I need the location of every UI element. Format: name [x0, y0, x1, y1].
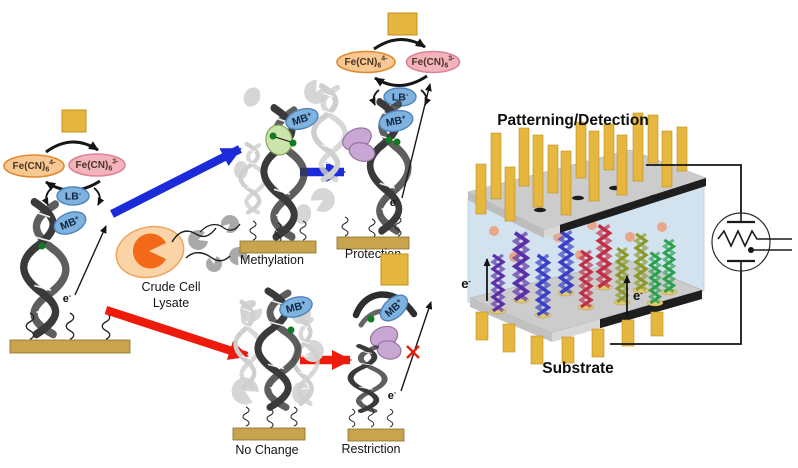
methyl-group-dot	[269, 132, 277, 140]
redox-cycle-arrows-icon	[373, 38, 428, 87]
thiol-linker	[242, 406, 250, 427]
unmethylated-site-dot	[287, 326, 295, 334]
dna-monolayer	[489, 223, 678, 319]
ferricyanide-label: Fe(CN)63-	[412, 56, 456, 70]
blocked-x-icon	[406, 345, 420, 359]
cell-inner	[132, 233, 166, 269]
mb-label: MB+	[385, 113, 407, 129]
exchange-arrow-left-icon	[41, 187, 53, 206]
gold-nanoparticle	[61, 109, 87, 133]
blue-pathway-arrow	[110, 145, 242, 218]
thiol-linker	[65, 312, 75, 341]
electron-label: e-	[461, 276, 471, 291]
thiol-linker	[299, 220, 307, 241]
ferricyanide-label: Fe(CN)63-	[76, 159, 120, 173]
crude-cell-lysate: Crude Cell Lysate	[115, 211, 250, 310]
gold-nanoparticle	[380, 253, 409, 286]
gold-electrode-bar	[336, 236, 410, 250]
lb-label: LB-	[392, 92, 409, 104]
ferrocyanide-label: Fe(CN)64-	[345, 56, 389, 70]
bottom-gold-pillars	[475, 311, 664, 365]
ferrocyanide-badge	[3, 154, 65, 178]
mb-label: MB+	[285, 299, 308, 316]
gold-electrode-bar	[239, 240, 317, 254]
gold-electrode-bar	[232, 427, 306, 441]
electron-transfer-arrow	[401, 83, 432, 199]
mb-badge	[285, 107, 319, 131]
protein-blobs	[171, 211, 250, 274]
restriction-enzyme-blocked	[348, 142, 376, 162]
no-change-step: MB+ No Change	[226, 291, 324, 457]
thiol-linker	[386, 408, 394, 428]
mb-label: MB+	[58, 214, 81, 233]
thiol-linker	[101, 312, 111, 341]
gold-nanoparticle	[387, 12, 418, 36]
electron-label: e-	[390, 197, 399, 209]
gold-electrode-bar	[347, 428, 405, 442]
mb-label: MB+	[291, 111, 314, 129]
electron-transfer-arrow	[400, 301, 433, 392]
methylation-caption: Methylation	[240, 253, 304, 267]
thiol-linker	[249, 220, 257, 241]
lb-label: LB-	[65, 191, 82, 203]
exchange-arrow-right-icon	[93, 187, 105, 206]
methylation-step: MB+ Methylation	[234, 76, 345, 267]
sensor-initial: Fe(CN)64- Fe(CN)63- LB- MB+ e-	[3, 109, 131, 354]
electron-label: e-	[388, 390, 397, 402]
thiol-linker	[290, 406, 298, 427]
mb-badge	[279, 296, 313, 318]
thiol-linker	[348, 408, 356, 428]
mb-badge	[379, 294, 409, 322]
methyltransferase-enzyme	[265, 124, 293, 156]
methyl-group-dot	[367, 315, 375, 323]
circuit	[610, 164, 792, 345]
electron-transfer-arrow	[74, 225, 107, 296]
electron-label: e-	[63, 293, 72, 305]
mb-badge	[378, 109, 414, 133]
cleaved-dna-fragment	[352, 291, 418, 319]
red-pathway-arrow	[104, 305, 249, 361]
circuit-wire-top	[646, 164, 742, 213]
ferricyanide-badge	[68, 153, 126, 177]
cut-dna-helix	[351, 346, 385, 411]
thiol-linker	[368, 218, 376, 239]
protection-step: Fe(CN)64- Fe(CN)63- LB- MB+ e- Protectio…	[336, 12, 461, 261]
circuit-wire-bottom	[610, 271, 742, 345]
ferricyanide-badge	[405, 50, 461, 74]
gold-electrode-bar	[9, 339, 131, 354]
ferrocyanide-badge	[336, 50, 396, 74]
restriction-caption: Restriction	[341, 442, 400, 456]
thiol-linker	[341, 216, 349, 237]
exchange-arrow-left-icon	[368, 89, 380, 106]
thiol-linker	[266, 408, 274, 429]
crude-cell-caption-2: Lysate	[153, 296, 189, 310]
top-gold-pillars	[475, 112, 688, 222]
methyl-group-dot	[289, 139, 297, 147]
no-change-caption: No Change	[235, 443, 298, 457]
mb-badge	[53, 211, 87, 235]
restriction-step: MB+ e- Restriction	[341, 253, 433, 456]
lb-badge	[56, 186, 90, 206]
ferrocyanide-label: Fe(CN)64-	[13, 160, 57, 174]
methyl-group-dot	[385, 136, 393, 144]
resistor-zigzag-icon	[717, 229, 792, 248]
electron-label: e-	[633, 288, 643, 303]
crude-cell-caption-1: Crude Cell	[141, 280, 200, 294]
substrate-label: Substrate	[542, 360, 614, 377]
patterning-detection-device: e- e-	[461, 112, 792, 377]
methylation-site-dot	[38, 242, 46, 250]
methyl-group-dot	[393, 138, 401, 146]
patterning-detection-title: Patterning/Detection	[497, 112, 649, 129]
